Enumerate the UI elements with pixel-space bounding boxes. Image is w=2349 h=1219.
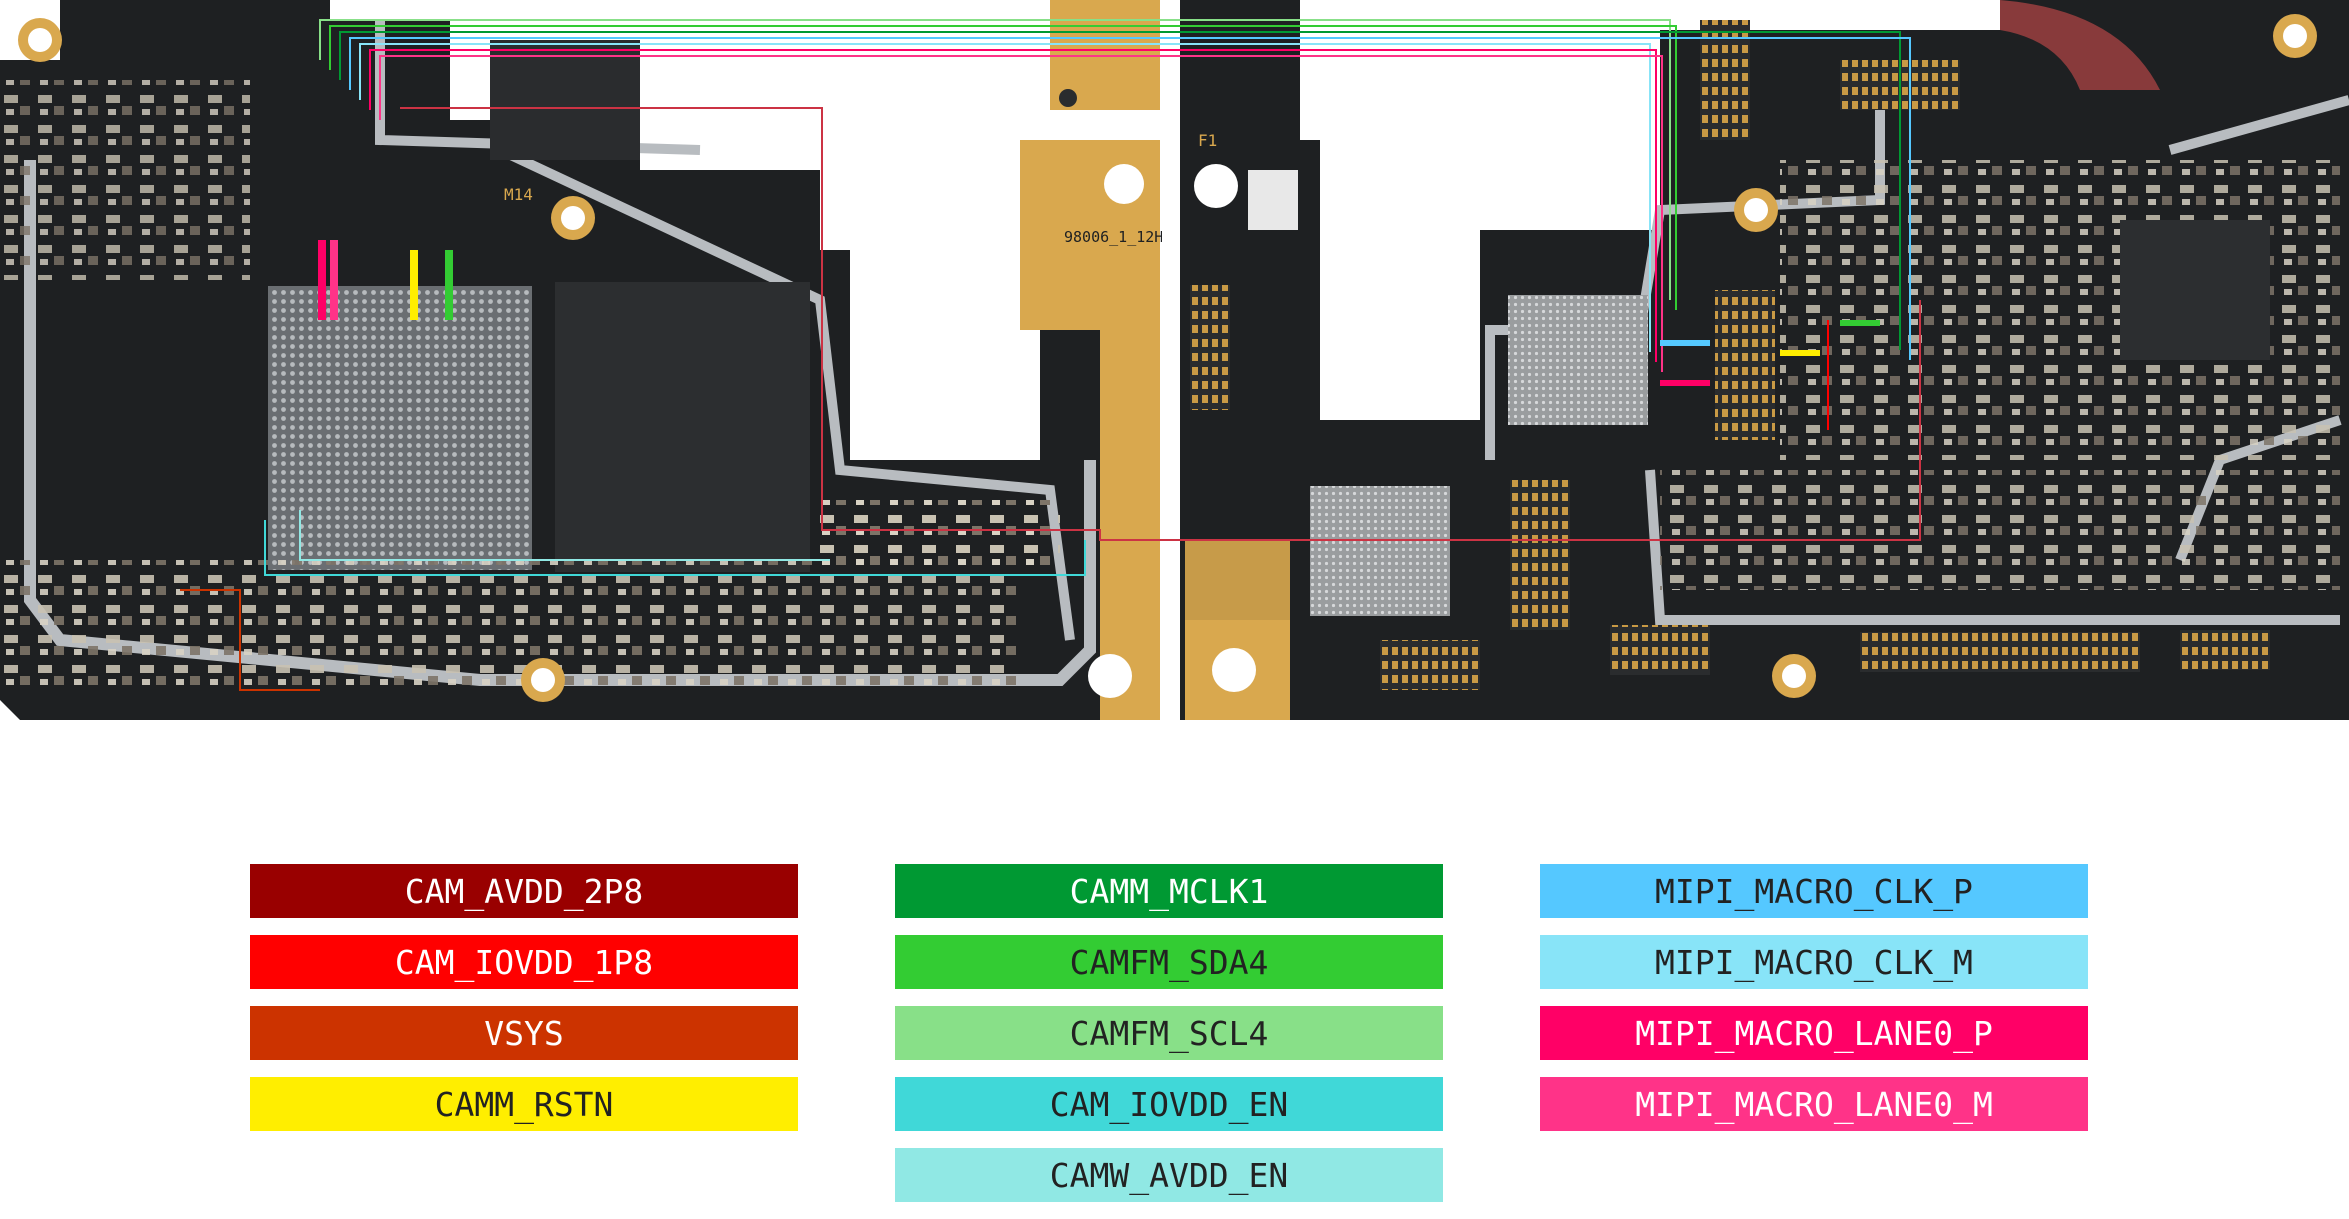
- legend-item: MIPI_MACRO_CLK_P: [1540, 864, 2088, 918]
- legend-item: CAM_IOVDD_EN: [895, 1077, 1443, 1131]
- pcb-board-photo: M14 98006_1_12HF: [0, 0, 2349, 720]
- legend-item: CAMFM_SDA4: [895, 935, 1443, 989]
- left-board-half: M14 98006_1_12HF: [0, 0, 1172, 720]
- signal-trace-overlay: [180, 19, 1921, 691]
- legend-item: VSYS: [250, 1006, 798, 1060]
- legend-item: CAM_IOVDD_1P8: [250, 935, 798, 989]
- legend-item: CAMW_AVDD_EN: [895, 1148, 1443, 1202]
- legend-item: MIPI_MACRO_LANE0_M: [1540, 1077, 2088, 1131]
- legend-item: CAMM_MCLK1: [895, 864, 1443, 918]
- legend-item: MIPI_MACRO_CLK_M: [1540, 935, 2088, 989]
- silkscreen-board-id: 98006_1_12HF: [1064, 228, 1172, 246]
- watermark-logo: [2000, 0, 2160, 90]
- silkscreen-f1: F1: [1198, 131, 1217, 150]
- legend-item: CAMFM_SCL4: [895, 1006, 1443, 1060]
- silkscreen-m14: M14: [504, 185, 533, 204]
- legend-item: MIPI_MACRO_LANE0_P: [1540, 1006, 2088, 1060]
- legend-item: CAM_AVDD_2P8: [250, 864, 798, 918]
- right-board-half: F1: [1180, 0, 2349, 720]
- legend-item: CAMM_RSTN: [250, 1077, 798, 1131]
- legend-column-mipi: MIPI_MACRO_CLK_P MIPI_MACRO_CLK_M MIPI_MAC…: [1540, 864, 2088, 1148]
- signal-pins: [318, 240, 1880, 386]
